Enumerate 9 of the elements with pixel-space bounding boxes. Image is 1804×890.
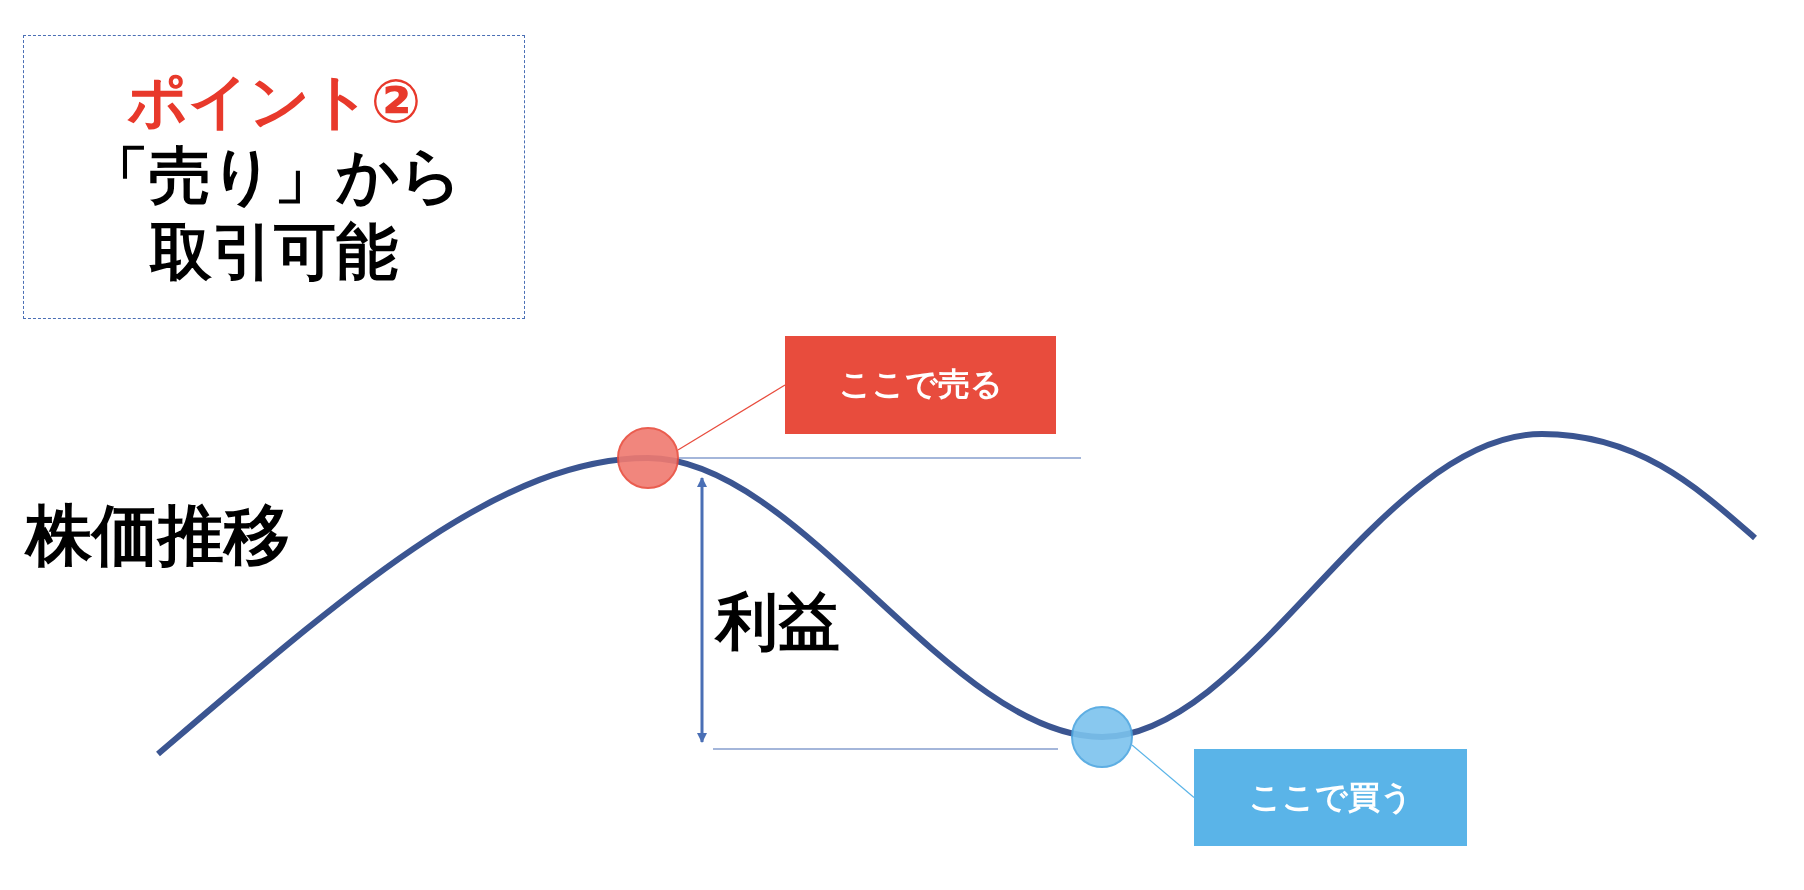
leader-line <box>677 384 786 451</box>
callout-box: ここで買う <box>1194 749 1467 846</box>
point-text: 「売り」から取引可能 <box>85 137 463 290</box>
leader-line <box>1131 744 1195 799</box>
point-heading: ポイント② <box>126 64 422 138</box>
profit-label: 利益 <box>716 588 840 657</box>
point-box <box>23 35 525 319</box>
axis-title: 株価推移 <box>26 500 290 573</box>
callout-box: ここで売る <box>785 336 1056 434</box>
